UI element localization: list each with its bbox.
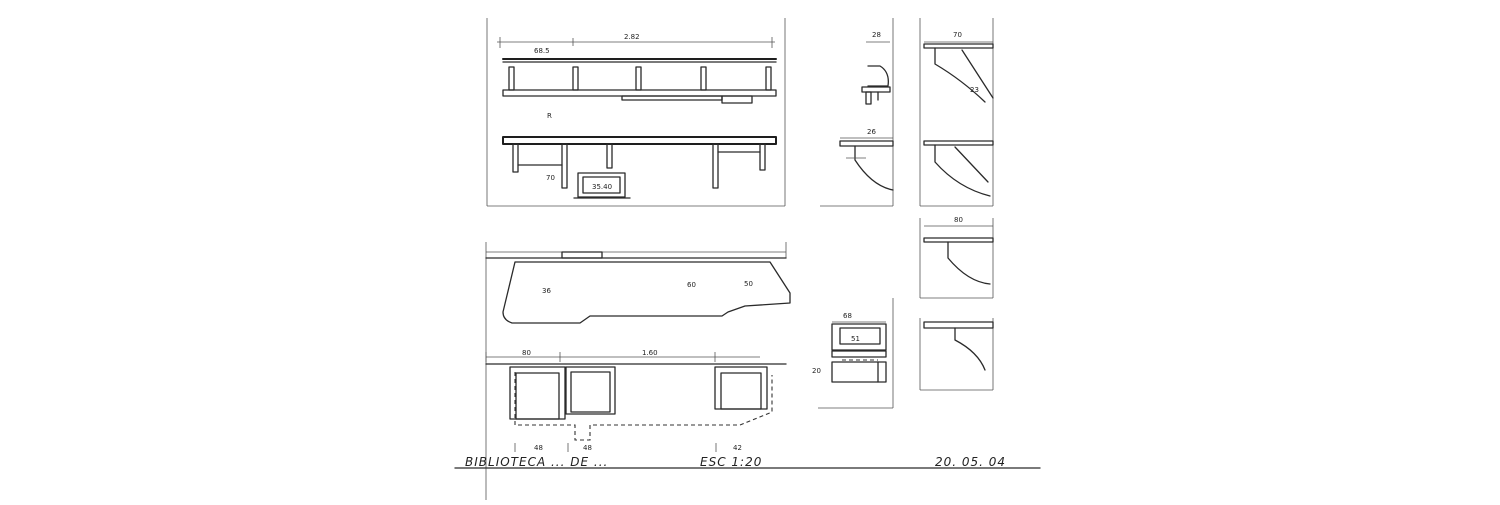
dim-detail-70: 70 — [953, 31, 962, 39]
dim-radius-label: R — [547, 112, 552, 120]
drawing-scale: ESC 1:20 — [700, 455, 762, 469]
dim-detail-23: 23 — [970, 86, 979, 94]
lower-plan-view: 48 48 42 — [509, 366, 773, 452]
side-section-top: 28 — [820, 18, 894, 207]
dim-bottom-48a: 48 — [534, 444, 543, 452]
dim-plan-80: 80 — [522, 349, 531, 357]
dim-plan-160: 1.60 — [642, 349, 658, 357]
corner-detail-1: 70 23 — [919, 18, 994, 207]
dim-depth-50: 50 — [744, 280, 753, 288]
dim-side-68: 68 — [843, 312, 852, 320]
title-block: BIBLIOTECA ... DE ... ESC 1:20 20. 05. 0… — [454, 455, 1041, 469]
dim-overall-width: 2.82 — [624, 33, 640, 41]
drawing-date: 20. 05. 04 — [935, 455, 1006, 469]
side-section-desk: 26 — [839, 128, 894, 191]
dim-depth-36: 36 — [542, 287, 551, 295]
dim-bottom-42: 42 — [733, 444, 742, 452]
dim-top-segment: 68.5 — [534, 47, 550, 55]
corner-detail-2 — [923, 140, 994, 197]
dim-cabinet-box: 35.40 — [592, 183, 612, 191]
front-elevation-desk: 35.40 70 — [502, 136, 777, 199]
desk-plan-view: 36 60 50 80 1.60 — [485, 242, 791, 500]
dim-side-51: 51 — [851, 335, 860, 343]
front-elevation-top: 2.82 68.5 R — [486, 18, 786, 207]
dim-detail-80: 80 — [954, 216, 963, 224]
dim-bottom-48b: 48 — [583, 444, 592, 452]
drawing-title: BIBLIOTECA ... DE ... — [465, 455, 608, 469]
dim-side-26: 26 — [867, 128, 876, 136]
dim-height-70: 70 — [546, 174, 555, 182]
corner-detail-3: 80 — [919, 216, 994, 299]
dim-depth-60: 60 — [687, 281, 696, 289]
dim-side-20: 20 — [812, 367, 821, 375]
dim-side-28: 28 — [872, 31, 881, 39]
corner-detail-4 — [919, 318, 994, 391]
side-section-cabinet: 68 51 20 — [812, 298, 894, 409]
